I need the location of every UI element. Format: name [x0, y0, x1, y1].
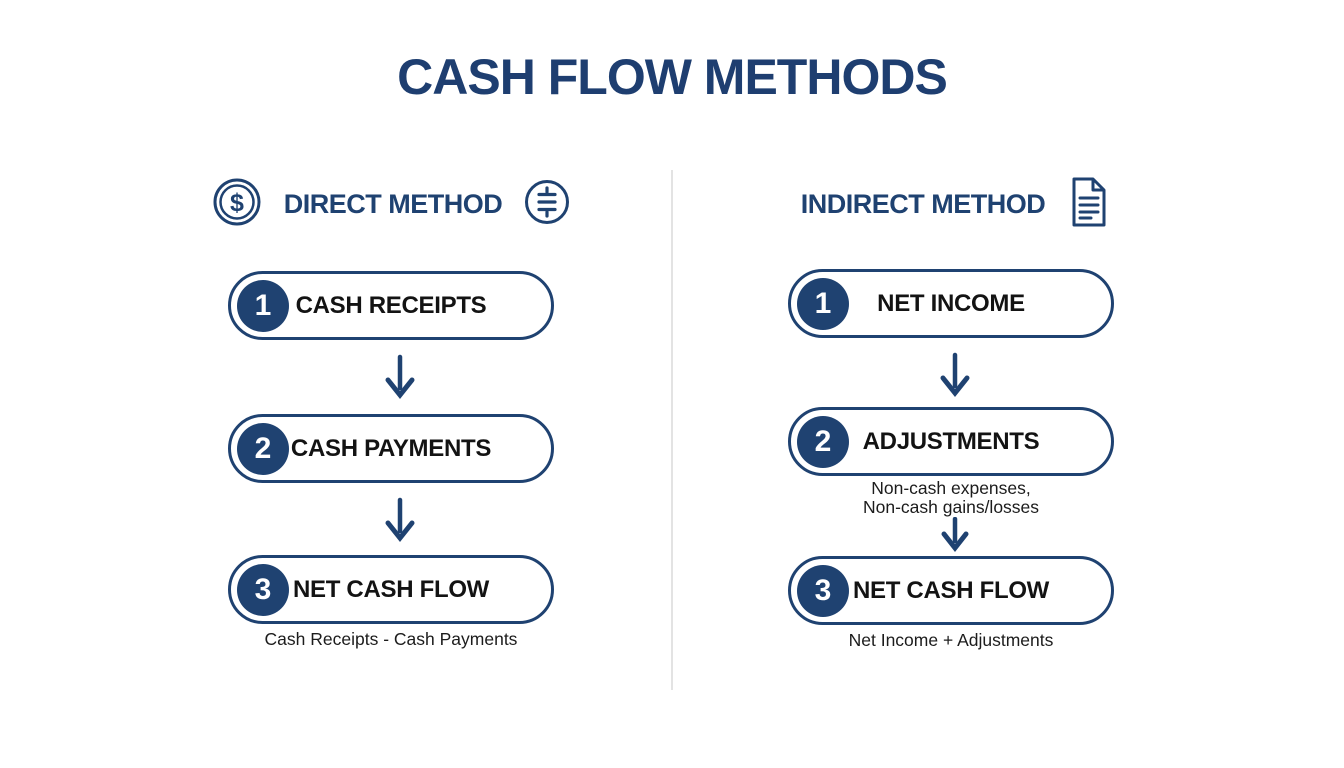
down-arrow-icon	[385, 354, 415, 400]
step-number-badge: 2	[797, 415, 849, 468]
step-label: NET CASH FLOW	[852, 576, 1050, 604]
adjustments-caption-line2: Non-cash gains/losses	[862, 497, 1040, 517]
indirect-result-caption: Net Income + Adjustments	[848, 630, 1054, 650]
indirect-method-header: INDIRECT METHOD	[790, 176, 1120, 232]
step-label: CASH RECEIPTS	[295, 291, 487, 319]
indirect-step-3-pill: 3 NET CASH FLOW	[788, 556, 1114, 625]
down-arrow-icon	[385, 497, 415, 543]
direct-method-heading: DIRECT METHOD	[283, 188, 503, 219]
step-number-badge: 1	[237, 279, 289, 332]
indirect-step-2-pill: 2 ADJUSTMENTS	[788, 407, 1114, 476]
svg-text:$: $	[230, 189, 244, 217]
direct-step-2-pill: 2 CASH PAYMENTS	[228, 414, 554, 483]
direct-result-caption: Cash Receipts - Cash Payments	[264, 629, 518, 649]
step-label: NET CASH FLOW	[292, 575, 490, 603]
direct-step-3-pill: 3 NET CASH FLOW	[228, 555, 554, 624]
indirect-method-heading: INDIRECT METHOD	[800, 188, 1046, 219]
step-number-badge: 1	[797, 277, 849, 330]
step-number-badge: 3	[797, 564, 849, 617]
adjustments-caption: Non-cash expenses, Non-cash gains/losses	[788, 479, 1114, 517]
direct-method-header: $ DIRECT METHOD	[200, 176, 582, 232]
direct-step-1-pill: 1 CASH RECEIPTS	[228, 271, 554, 340]
dollar-sign-circle-icon	[524, 179, 570, 230]
document-icon	[1067, 176, 1109, 233]
page-title: CASH FLOW METHODS	[397, 49, 948, 105]
dollar-coin-icon: $	[212, 177, 262, 232]
step-label: ADJUSTMENTS	[862, 427, 1040, 455]
column-divider	[671, 170, 673, 690]
indirect-step-1-pill: 1 NET INCOME	[788, 269, 1114, 338]
step-number-badge: 2	[237, 422, 289, 475]
step-label: NET INCOME	[877, 289, 1025, 317]
down-arrow-icon	[940, 352, 970, 398]
down-arrow-icon	[941, 517, 969, 553]
step-number-badge: 3	[237, 563, 289, 616]
step-label: CASH PAYMENTS	[290, 434, 492, 462]
adjustments-caption-line1: Non-cash expenses,	[871, 478, 1031, 498]
